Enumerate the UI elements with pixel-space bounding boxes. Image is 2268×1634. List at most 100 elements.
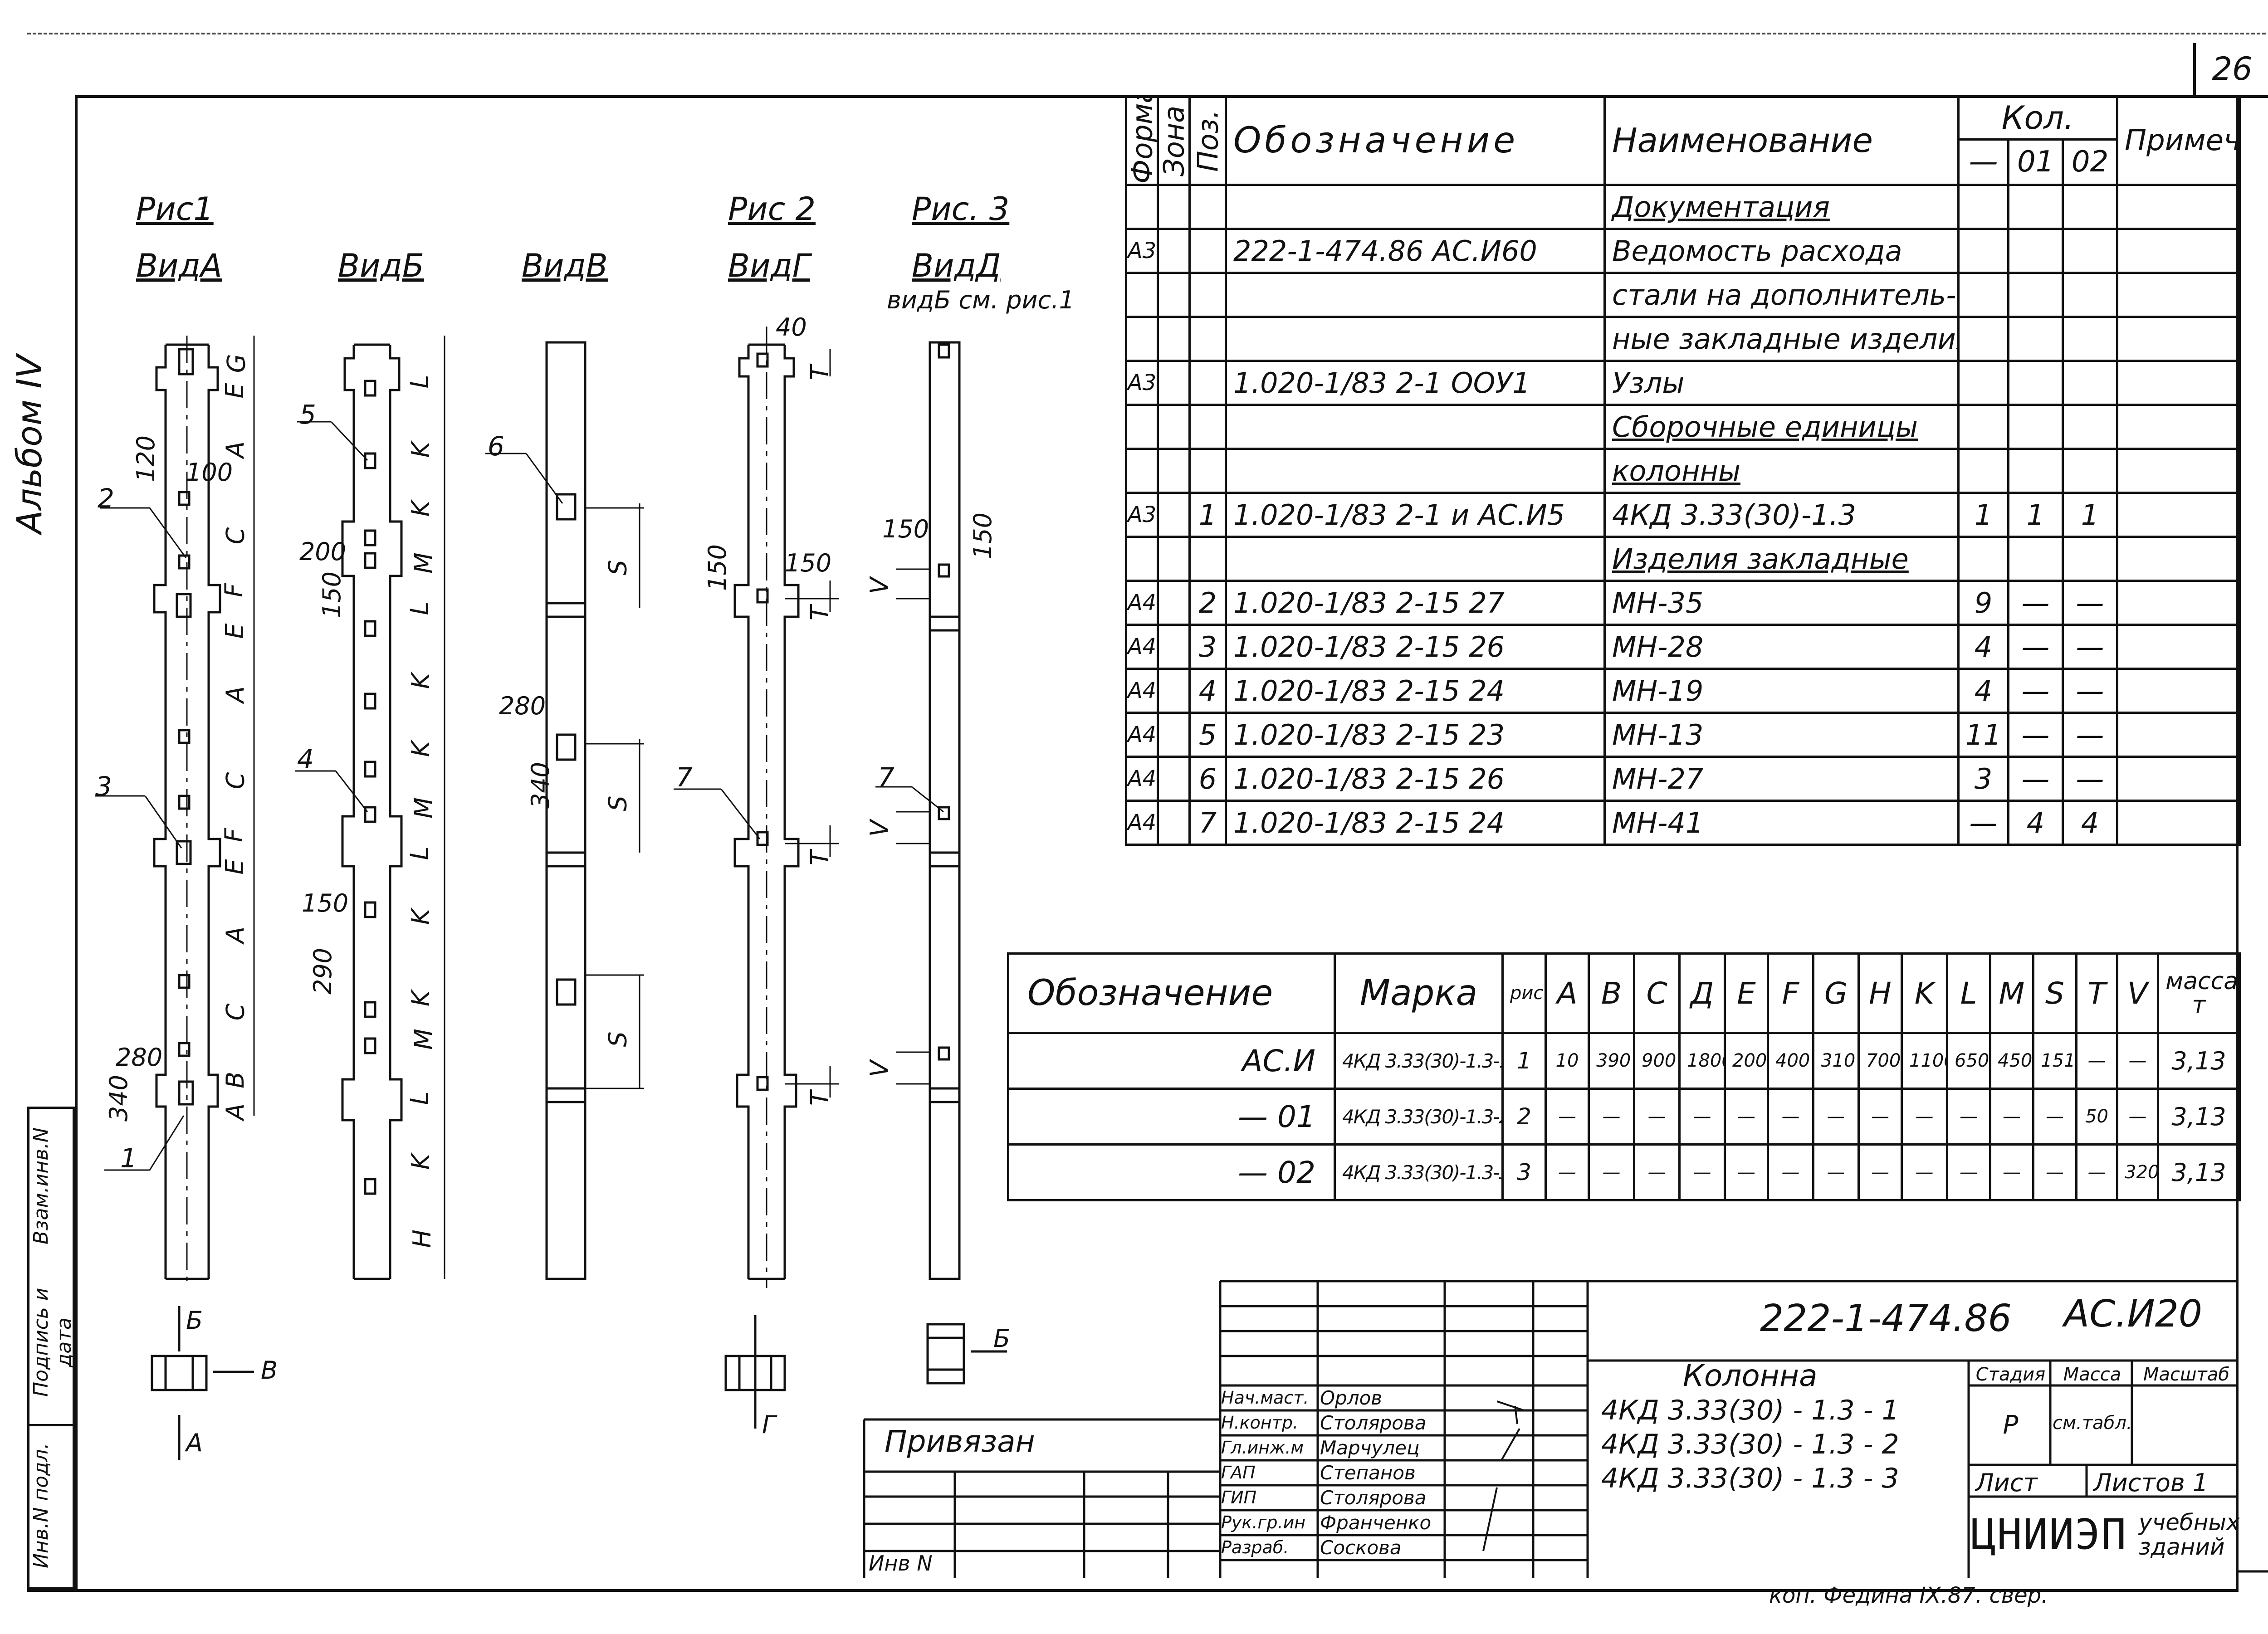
pos-label-6: 6 [488,431,504,462]
spec-cell-qty-0 [1957,448,2009,494]
spec-cell-qty-1 [2007,360,2064,406]
spec-cell-qty-1 [2007,404,2064,450]
spec-cell-qty-0 [1957,536,2009,582]
spec-cell-pos [1188,360,1227,406]
tb-mass: см.табл. [2053,1413,2132,1434]
spec-cell-zone [1157,184,1191,230]
pos-label-5: 5 [299,399,316,430]
param-cell: 320 [2116,1143,2159,1201]
spec-cell-qty-1: — [2007,756,2064,802]
tb-scale-label: Масштаб [2143,1364,2230,1385]
spec-cell-qty-2: — [2061,756,2119,802]
spec-cell-note [2116,316,2241,362]
spec-cell-note [2116,756,2241,802]
spec-cell-qty-0: 4 [1957,668,2009,714]
param-header-cell: рис [1501,952,1547,1034]
param-header-cell: A [1545,952,1590,1034]
param-header-cell: S [2032,952,2077,1034]
param-header-cell: Д [1678,952,1726,1034]
spec-cell-name: 4КД 3.33(30)-1.3 [1603,492,1960,538]
spec-cell-qty-1: 1 [2007,492,2064,538]
spec-cell-format: А4 [1125,712,1159,758]
tb-role-3: Гл.инж.м [1221,1438,1304,1458]
dim-150-d: 150 [882,515,929,543]
caption-fig3: Рис. 3 [912,190,1010,228]
param-header-cell: L [1946,952,1991,1034]
spec-cell-pos [1188,184,1227,230]
spec-cell-format: А4 [1125,624,1159,670]
param-cell: — [2075,1032,2118,1090]
param-cell: 900 [1633,1032,1681,1090]
spec-cell-note [2116,536,2241,582]
spec-row: колонны [1125,448,2241,494]
param-cell: 3,13 [2157,1088,2241,1146]
param-cell: — [1946,1088,1991,1146]
param-cell: — [1946,1143,1991,1201]
dim-100: 100 [186,458,233,487]
tb-mark-2: 4КД 3.33(30) - 1.3 - 2 [1601,1429,1899,1460]
spec-cell-pos [1188,316,1227,362]
param-cell: 4КД 3.33(30)-1.3-1 [1334,1032,1504,1090]
spec-cell-note [2116,492,2241,538]
param-cell: — [1857,1088,1903,1146]
param-cell: 1 [1501,1032,1547,1090]
column-view-g [733,327,839,1288]
spec-cell-qty-2 [2061,316,2119,362]
tb-roles: Нач.маст. Н.контр. Гл.инж.м ГАП ГИП Рук.… [1221,1385,1316,1560]
spec-cell-name: Узлы [1603,360,1960,406]
spec-cell-name: Сборочные единицы [1603,404,1960,450]
spec-cell-pos [1188,448,1227,494]
spec-header-note: Примеч. [2116,95,2241,186]
spec-cell-pos: 7 [1188,800,1227,846]
spec-cell-qty-1: — [2007,712,2064,758]
spec-row: ные закладные изделия [1125,316,2241,362]
caption-view-g: ВидГ [728,247,810,284]
tb-stage-label: Стадия [1975,1364,2046,1385]
spec-cell-qty-0: 3 [1957,756,2009,802]
tb-name-4: Степанов [1320,1462,1416,1484]
spec-cell-note [2116,624,2241,670]
tb-role-4: ГАП [1221,1463,1256,1483]
dim-280-v: 280 [499,692,546,720]
tb-sheets-label: Листов 1 [2093,1468,2209,1497]
tb-role-2: Н.контр. [1221,1413,1299,1433]
spec-header-qty-0: — [1961,141,2010,183]
tb-code: 222-1-474.86 [1760,1297,2012,1340]
spec-cell-pos [1188,228,1227,274]
spec-cell-qty-1 [2007,316,2064,362]
dim-150-b2: 150 [302,889,349,917]
spec-cell-zone [1157,624,1191,670]
param-cell: 700 [1857,1032,1903,1090]
param-cell: 450 [1989,1032,2034,1090]
spec-cell-qty-2: 4 [2061,800,2119,846]
spec-cell-zone [1157,756,1191,802]
param-cell: 3,13 [2157,1143,2241,1201]
spec-cell-zone [1157,580,1191,626]
spec-cell-zone [1157,404,1191,450]
pos-label-3: 3 [95,771,112,802]
param-cell: — [1989,1143,2034,1201]
param-cell: — 01 [1007,1088,1336,1146]
spec-header-row: Формат Зона Поз. Обозначение Наименовани… [1126,95,2241,186]
spec-cell-qty-1 [2007,228,2064,274]
spec-cell-note [2116,184,2241,230]
spec-cell-qty-2: — [2061,624,2119,670]
spec-cell-zone [1157,228,1191,274]
spec-cell-designation [1225,448,1606,494]
spec-row: Изделия закладные [1125,536,2241,582]
spec-cell-qty-0 [1957,360,2009,406]
spec-cell-designation: 1.020-1/83 2-15 26 [1225,624,1606,670]
spec-cell-format: А3 [1125,360,1159,406]
spec-cell-qty-1: — [2007,580,2064,626]
column-view-v [545,341,644,1280]
tb-name-7: Соскова [1320,1536,1402,1559]
spec-cell-format [1125,536,1159,582]
spec-cell-qty-1 [2007,448,2064,494]
spec-cell-name: МН-13 [1603,712,1960,758]
tb-copy-note: коп. Федина IX.87. свер. [1769,1583,2048,1608]
param-cell: 3,13 [2157,1032,2241,1090]
spec-cell-qty-2 [2061,404,2119,450]
